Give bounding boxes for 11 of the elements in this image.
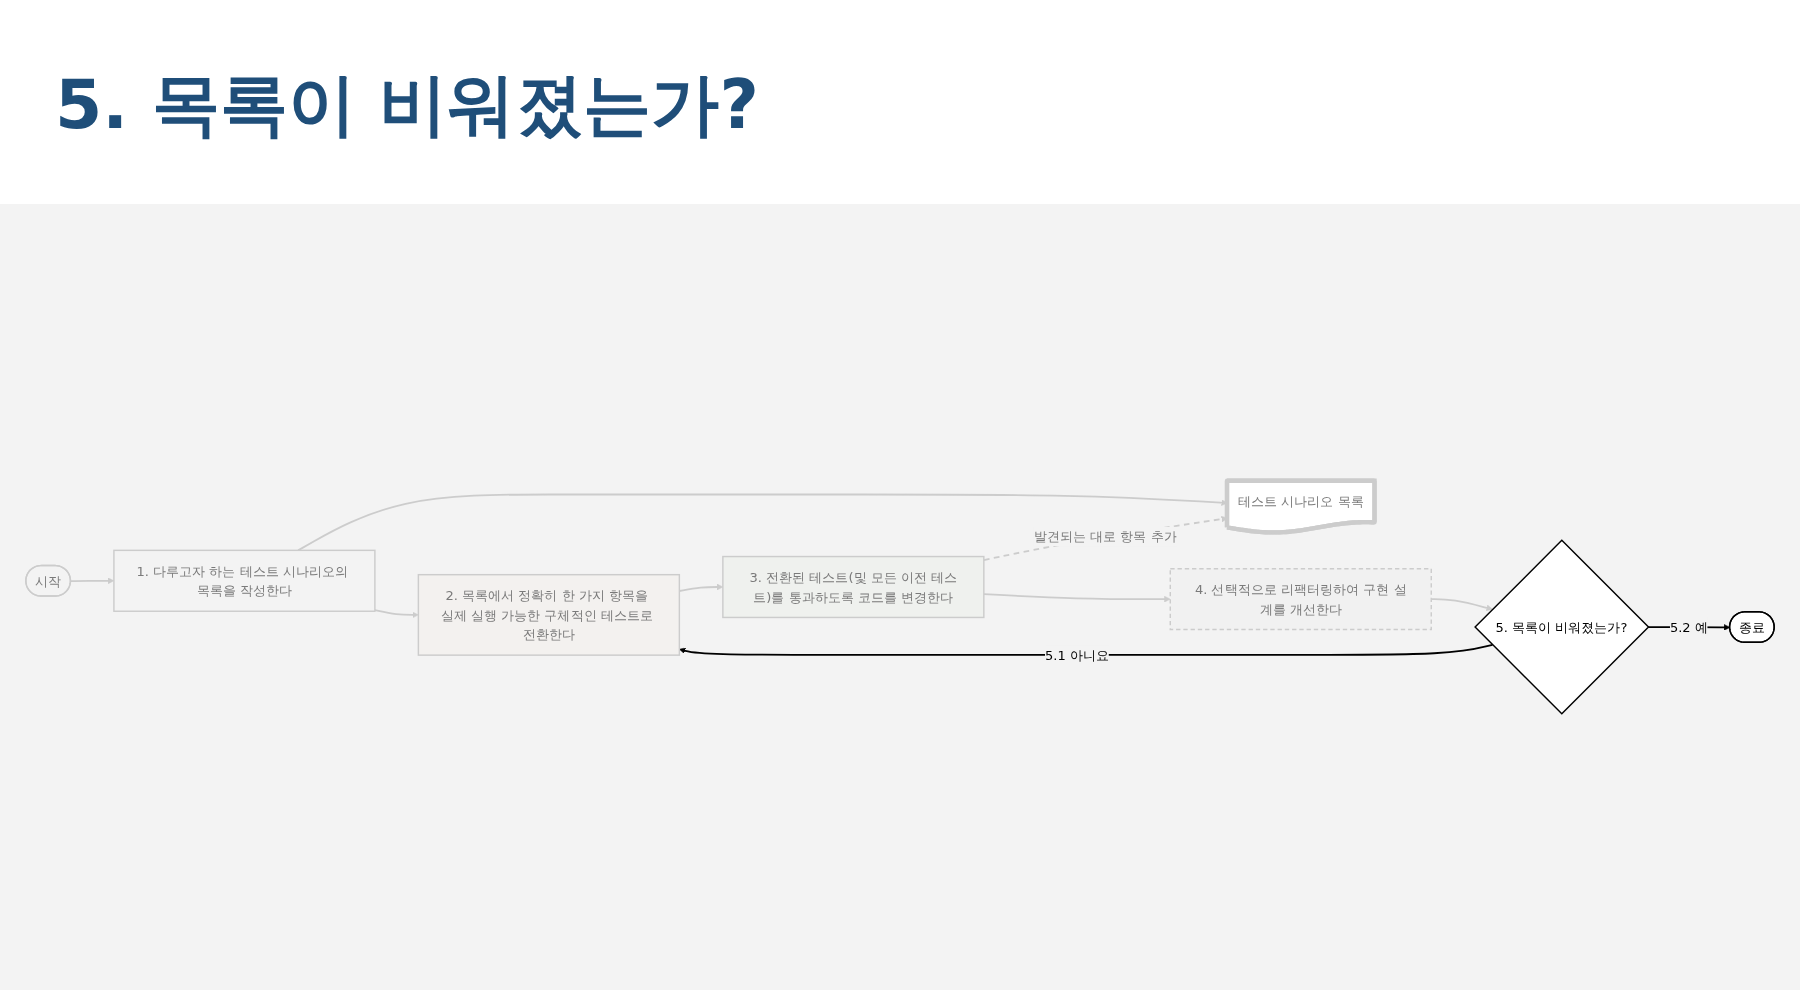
node-box: 4. 선택적으로 리팩터링하여 구현 설계를 개선한다 bbox=[1169, 567, 1432, 631]
arrow bbox=[374, 608, 419, 618]
edge-label: 5.2 예 bbox=[1669, 619, 1708, 635]
node-diamond: 5. 목록이 비워졌는가? bbox=[1474, 539, 1650, 715]
arrow bbox=[679, 643, 1494, 656]
node-box: 2. 목록에서 정확히 한 가지 항목을 실제 실행 가능한 구체적인 테스트로 전환한다 bbox=[417, 573, 681, 656]
title: 5. 목록이 비워졌는가? bbox=[55, 64, 759, 146]
node-box: 3. 전환된 테스트(및 모든 이전 테스트)를 통과하도록 코드를 변경한다 bbox=[722, 555, 985, 618]
edge-label: 5.1 아니요 bbox=[1045, 647, 1110, 663]
edge-label: 발견되는 대로 항목 추가 bbox=[1033, 528, 1177, 544]
node-box: 1. 다루고자 하는 테스트 시나리오의 목록을 작성한다 bbox=[113, 549, 376, 612]
